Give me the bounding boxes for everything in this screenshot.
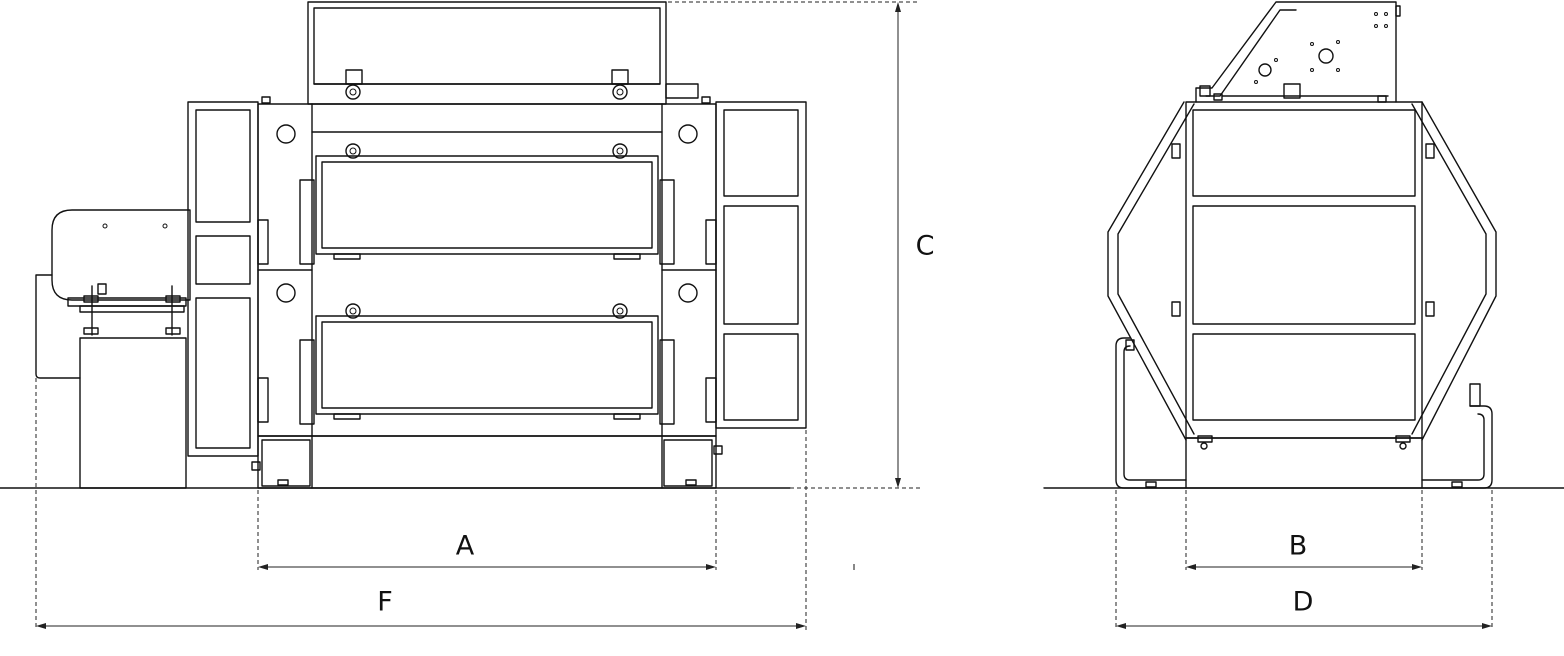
- side-skid-right: [1421, 405, 1493, 489]
- dimension-d-label: D: [1293, 587, 1314, 618]
- front-view: A F C: [0, 1, 934, 630]
- side-body: [1185, 101, 1423, 489]
- dimension-f-label: F: [377, 587, 393, 618]
- side-guard-left: [1107, 101, 1187, 441]
- left-side-frame: [187, 101, 259, 457]
- motor: [35, 209, 191, 489]
- side-guard-right: [1421, 101, 1497, 441]
- side-knobs: [1125, 143, 1435, 351]
- machine-body: [257, 84, 717, 437]
- dimension-c-label: C: [916, 231, 935, 262]
- dimension-b: B: [1186, 531, 1422, 570]
- side-skid-left: [1115, 337, 1187, 489]
- dimension-a: A: [258, 531, 716, 570]
- dimension-a-label: A: [456, 531, 475, 562]
- adjustment-knobs: [345, 84, 628, 319]
- base-feet: [251, 435, 723, 489]
- dimension-b-label: B: [1289, 531, 1308, 562]
- side-view: B D: [1043, 1, 1564, 630]
- dimension-c: C: [895, 2, 934, 488]
- right-side-frame: [715, 101, 807, 429]
- side-hopper: [1195, 1, 1401, 103]
- dimension-f: F: [36, 587, 806, 629]
- dimension-d: D: [1116, 587, 1492, 629]
- top-hopper: [261, 1, 711, 105]
